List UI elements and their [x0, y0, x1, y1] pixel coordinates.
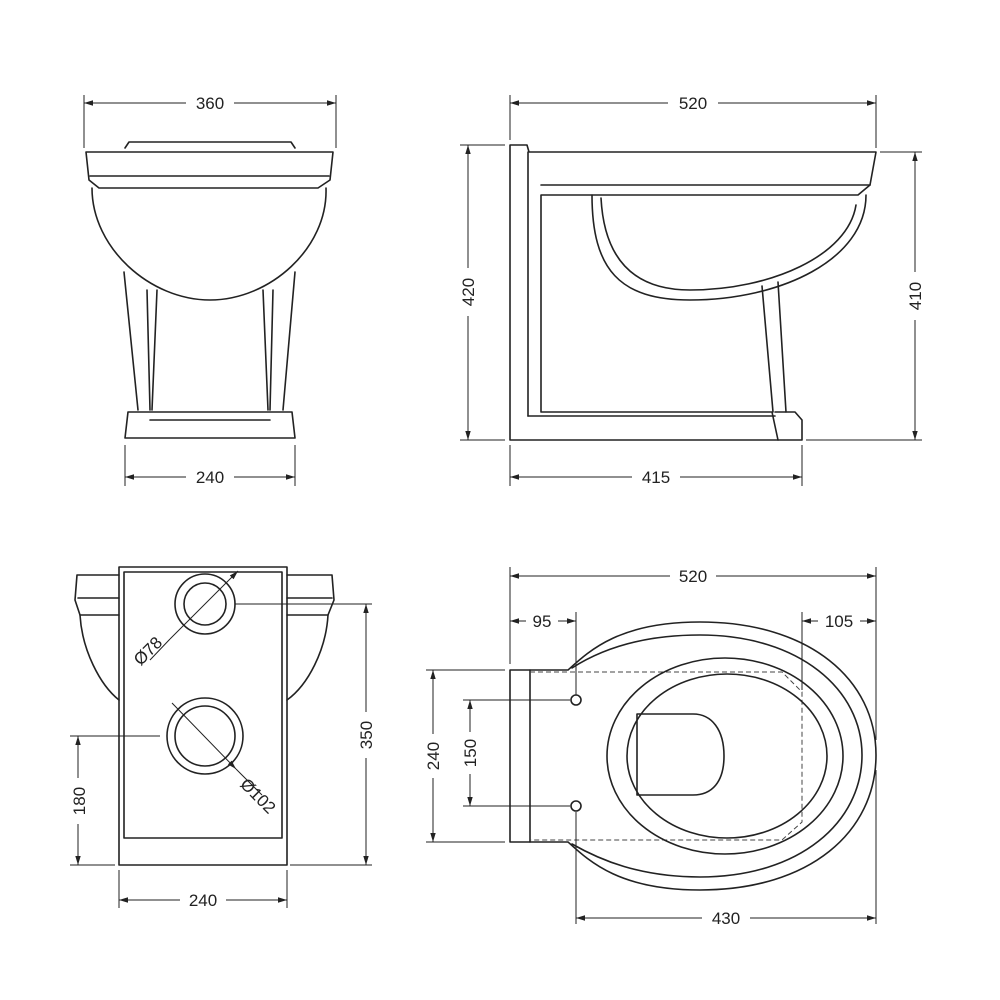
dim-side-520: 520	[679, 94, 707, 113]
side-view	[509, 144, 877, 441]
dim-side-420: 420	[459, 278, 478, 306]
dim-plan-105: 105	[825, 612, 853, 631]
dim-rear-180: 180	[70, 787, 89, 815]
dim-rear-350: 350	[357, 721, 376, 749]
dim-rear-d78: Ø78	[130, 633, 166, 669]
dim-rear-240: 240	[189, 891, 217, 910]
dim-front-240: 240	[196, 468, 224, 487]
dim-front-360: 360	[196, 94, 224, 113]
front-view	[85, 141, 334, 439]
rear-view-dimensions: Ø78 Ø102 180 350 240	[70, 570, 376, 910]
dim-plan-150: 150	[461, 739, 480, 767]
dim-plan-95: 95	[533, 612, 552, 631]
plan-view-dimensions: 520 95 105 240 150 430	[424, 567, 877, 928]
rear-view	[74, 566, 335, 866]
front-view-dimensions: 360 240	[83, 94, 337, 487]
plan-view	[509, 621, 877, 891]
dim-rear-d102: Ø102	[236, 775, 279, 818]
dim-side-415: 415	[642, 468, 670, 487]
dim-plan-520: 520	[679, 567, 707, 586]
dim-side-410: 410	[906, 282, 925, 310]
side-view-dimensions: 520 420 410 415	[459, 94, 925, 487]
dim-plan-240: 240	[424, 742, 443, 770]
dim-plan-430: 430	[712, 909, 740, 928]
